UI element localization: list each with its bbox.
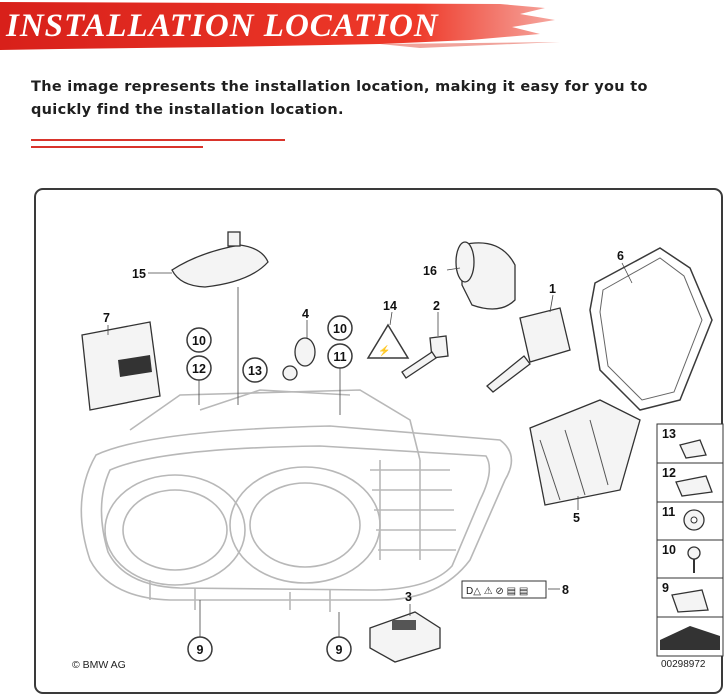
small-parts-column: 13 12 11 10 9	[656, 423, 724, 657]
label-1: 1	[549, 282, 556, 296]
label-8: 8	[562, 583, 569, 597]
side-label-13: 13	[662, 427, 676, 441]
part-7-ballast: 7	[81, 311, 161, 411]
label-14: 14	[383, 299, 397, 313]
label-15: 15	[132, 267, 146, 281]
side-label-12: 12	[662, 466, 676, 480]
label-3: 3	[405, 590, 412, 604]
legend-symbols: D△ ⚠ ⊘ ▤ ▤	[466, 586, 528, 597]
intro-line-2: quickly find the installation location.	[31, 102, 344, 118]
part-14-warning-label: ⚡ 14	[366, 299, 410, 359]
intro-text: The image represents the installation lo…	[31, 76, 651, 122]
divider-short	[31, 146, 203, 148]
diagram-code: 00298972	[661, 659, 706, 670]
banner-brush-stroke	[0, 2, 560, 50]
circle-10-center: 10	[333, 322, 347, 336]
part-6-gasket: 6	[589, 247, 713, 411]
label-7: 7	[103, 311, 110, 325]
svg-text:⚡: ⚡	[378, 344, 390, 357]
label-2: 2	[433, 299, 440, 313]
part-16-bulb-cap: 16	[423, 241, 516, 310]
ribbed-panel	[370, 460, 456, 560]
circle-10-left: 10	[192, 334, 206, 348]
label-16: 16	[423, 264, 437, 278]
circle-11: 11	[333, 350, 346, 364]
part-4-bulb: 4	[282, 307, 316, 381]
divider-long	[31, 139, 285, 141]
banner-title: INSTALLATION LOCATION	[6, 8, 439, 44]
callout-circles: 10 12 13 10 11 9 9	[186, 315, 353, 662]
circle-9-right: 9	[336, 643, 343, 657]
side-label-9: 9	[662, 581, 669, 595]
intro-line-1: The image represents the installation lo…	[31, 79, 648, 95]
part-2-bulb: 2	[401, 299, 449, 379]
part-1-xenon-bulb: 1	[486, 282, 571, 393]
title-banner: INSTALLATION LOCATION	[0, 0, 560, 52]
headlight-housing	[80, 389, 513, 612]
part-3-igniter: 3	[369, 590, 441, 663]
part-5-connector-board: 5	[529, 399, 641, 525]
label-4: 4	[302, 307, 309, 321]
part-15-cover: 15	[132, 231, 269, 405]
side-label-10: 10	[662, 543, 676, 557]
copyright-text: © BMW AG	[72, 659, 126, 671]
part-8-legend-sticker: D△ ⚠ ⊘ ▤ ▤ 8	[461, 580, 569, 599]
circle-12: 12	[192, 362, 206, 376]
circle-9-left: 9	[197, 643, 204, 657]
circle-13: 13	[248, 364, 262, 378]
label-5: 5	[573, 511, 580, 525]
side-label-11: 11	[662, 505, 675, 519]
label-6: 6	[617, 249, 624, 263]
